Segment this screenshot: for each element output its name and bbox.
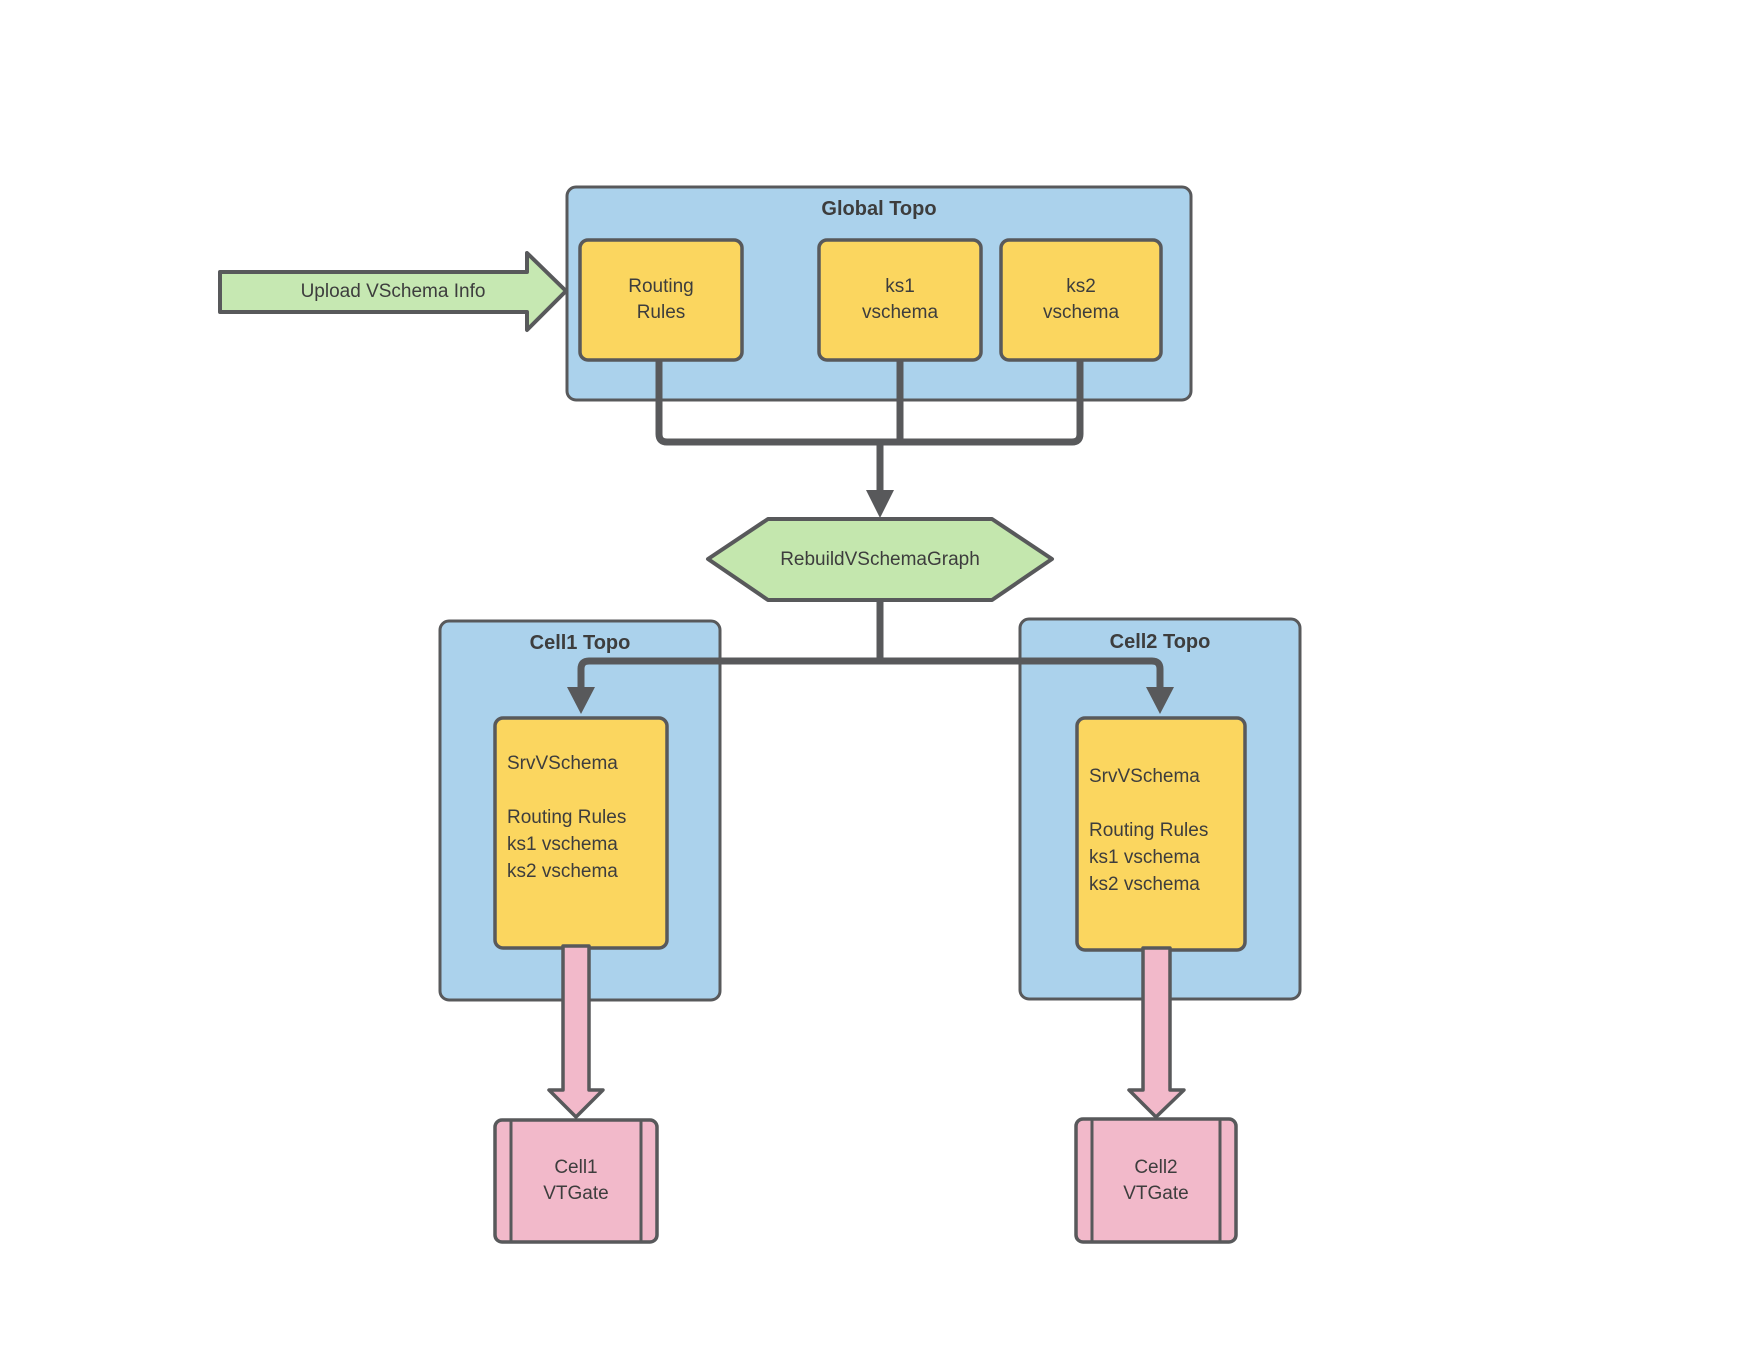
rebuild-hexagon — [706, 517, 1054, 602]
ks2-vschema-label: ks2 vschema — [1042, 276, 1120, 323]
cell1-arrowhead-icon — [567, 687, 595, 714]
cell2-vtgate-arrow — [1127, 946, 1186, 1119]
cell1-vtgate-label: Cell1 VTGate — [543, 1157, 609, 1204]
upload-arrow-label: Upload VSchema Info — [300, 281, 486, 302]
rebuild-vschema-graph-label: RebuildVSchemaGraph — [780, 548, 980, 570]
cell1-srv-vschema-text: SrvVSchema Routing Rules ks1 vschema ks2… — [507, 753, 627, 882]
ks1-vschema-node — [817, 238, 983, 362]
ks2-vschema-node — [999, 238, 1163, 362]
cell2-srv-vschema-text: SrvVSchema Routing Rules ks1 vschema ks2… — [1089, 766, 1209, 895]
cell1-topo-title: Cell1 Topo — [529, 632, 631, 654]
cell2-topo-title: Cell2 Topo — [1109, 631, 1211, 653]
cell2-vtgate-label: Cell2 VTGate — [1123, 1156, 1189, 1204]
upload-vschema-arrow — [218, 251, 568, 332]
cell2-arrowhead-icon — [1146, 687, 1174, 714]
split-connector — [577, 657, 1164, 690]
cell1-vtgate-arrow — [547, 944, 605, 1119]
cell2-vtgate-node — [1074, 1117, 1238, 1244]
routing-rules-node — [578, 238, 744, 362]
global-topo-title: Global Topo — [821, 198, 937, 220]
cell1-vtgate-node — [493, 1118, 659, 1244]
topo-bus-connector — [655, 357, 1084, 446]
routing-rules-label: Routing Rules — [628, 276, 694, 323]
ks1-vschema-label: ks1 vschema — [861, 276, 939, 323]
rebuild-arrowhead-icon — [866, 490, 894, 518]
